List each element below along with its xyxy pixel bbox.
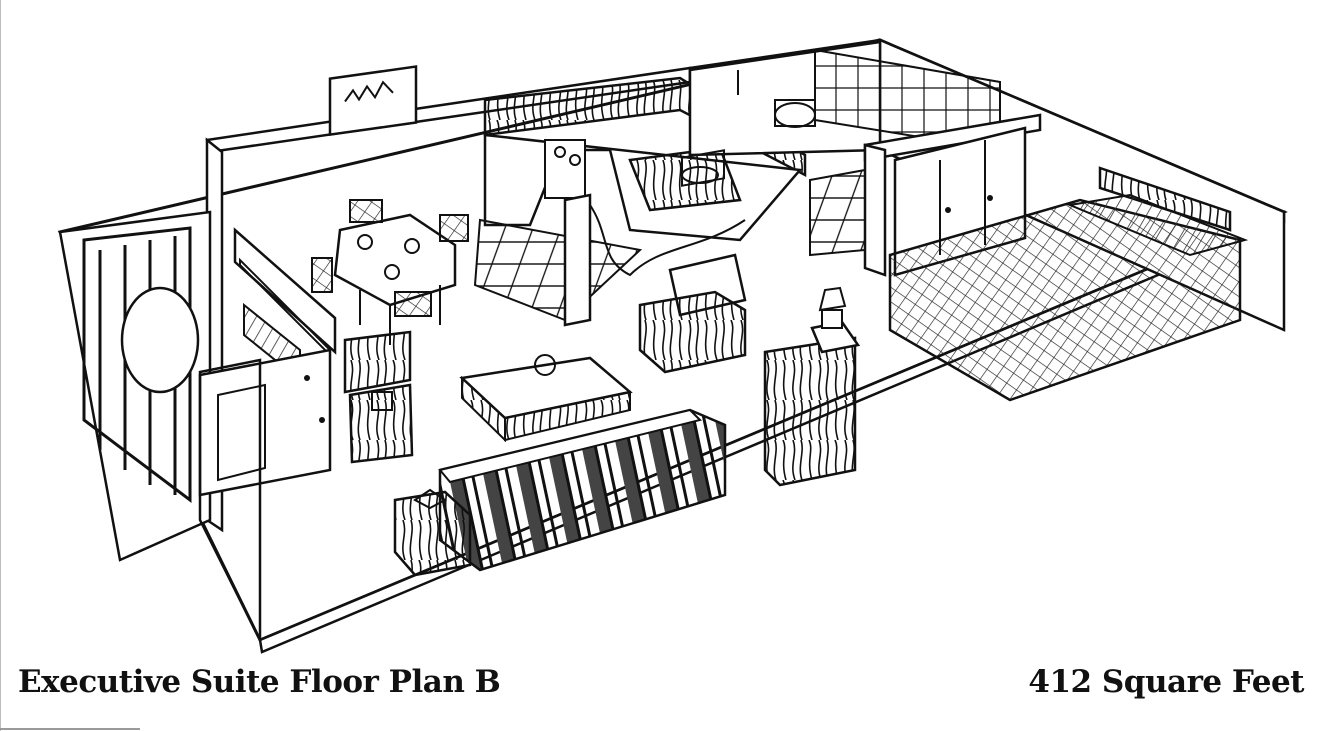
kitchen <box>475 78 805 320</box>
floor-plan-title: Executive Suite Floor Plan B <box>18 664 501 700</box>
double-bed <box>890 168 1245 400</box>
kitchen-partition <box>565 195 745 325</box>
coffee-table <box>462 355 630 440</box>
side-table <box>395 490 470 575</box>
television-stand <box>640 150 745 372</box>
floor-plan-area: 412 Square Feet <box>1028 664 1304 700</box>
page-left-edge <box>0 0 1 731</box>
entry-partition <box>200 350 330 495</box>
bathroom-partition <box>865 115 1040 275</box>
front-walls <box>200 360 260 640</box>
nightstand-with-lamp <box>765 288 858 485</box>
balcony <box>60 212 210 560</box>
dining-set <box>312 200 468 345</box>
bathroom <box>690 42 1000 255</box>
sofa <box>440 410 725 570</box>
page-bottom-mark <box>0 728 140 730</box>
dining-wall-art <box>330 67 416 135</box>
desk-with-chair <box>345 332 412 462</box>
floor-plan-illustration <box>0 0 1326 660</box>
